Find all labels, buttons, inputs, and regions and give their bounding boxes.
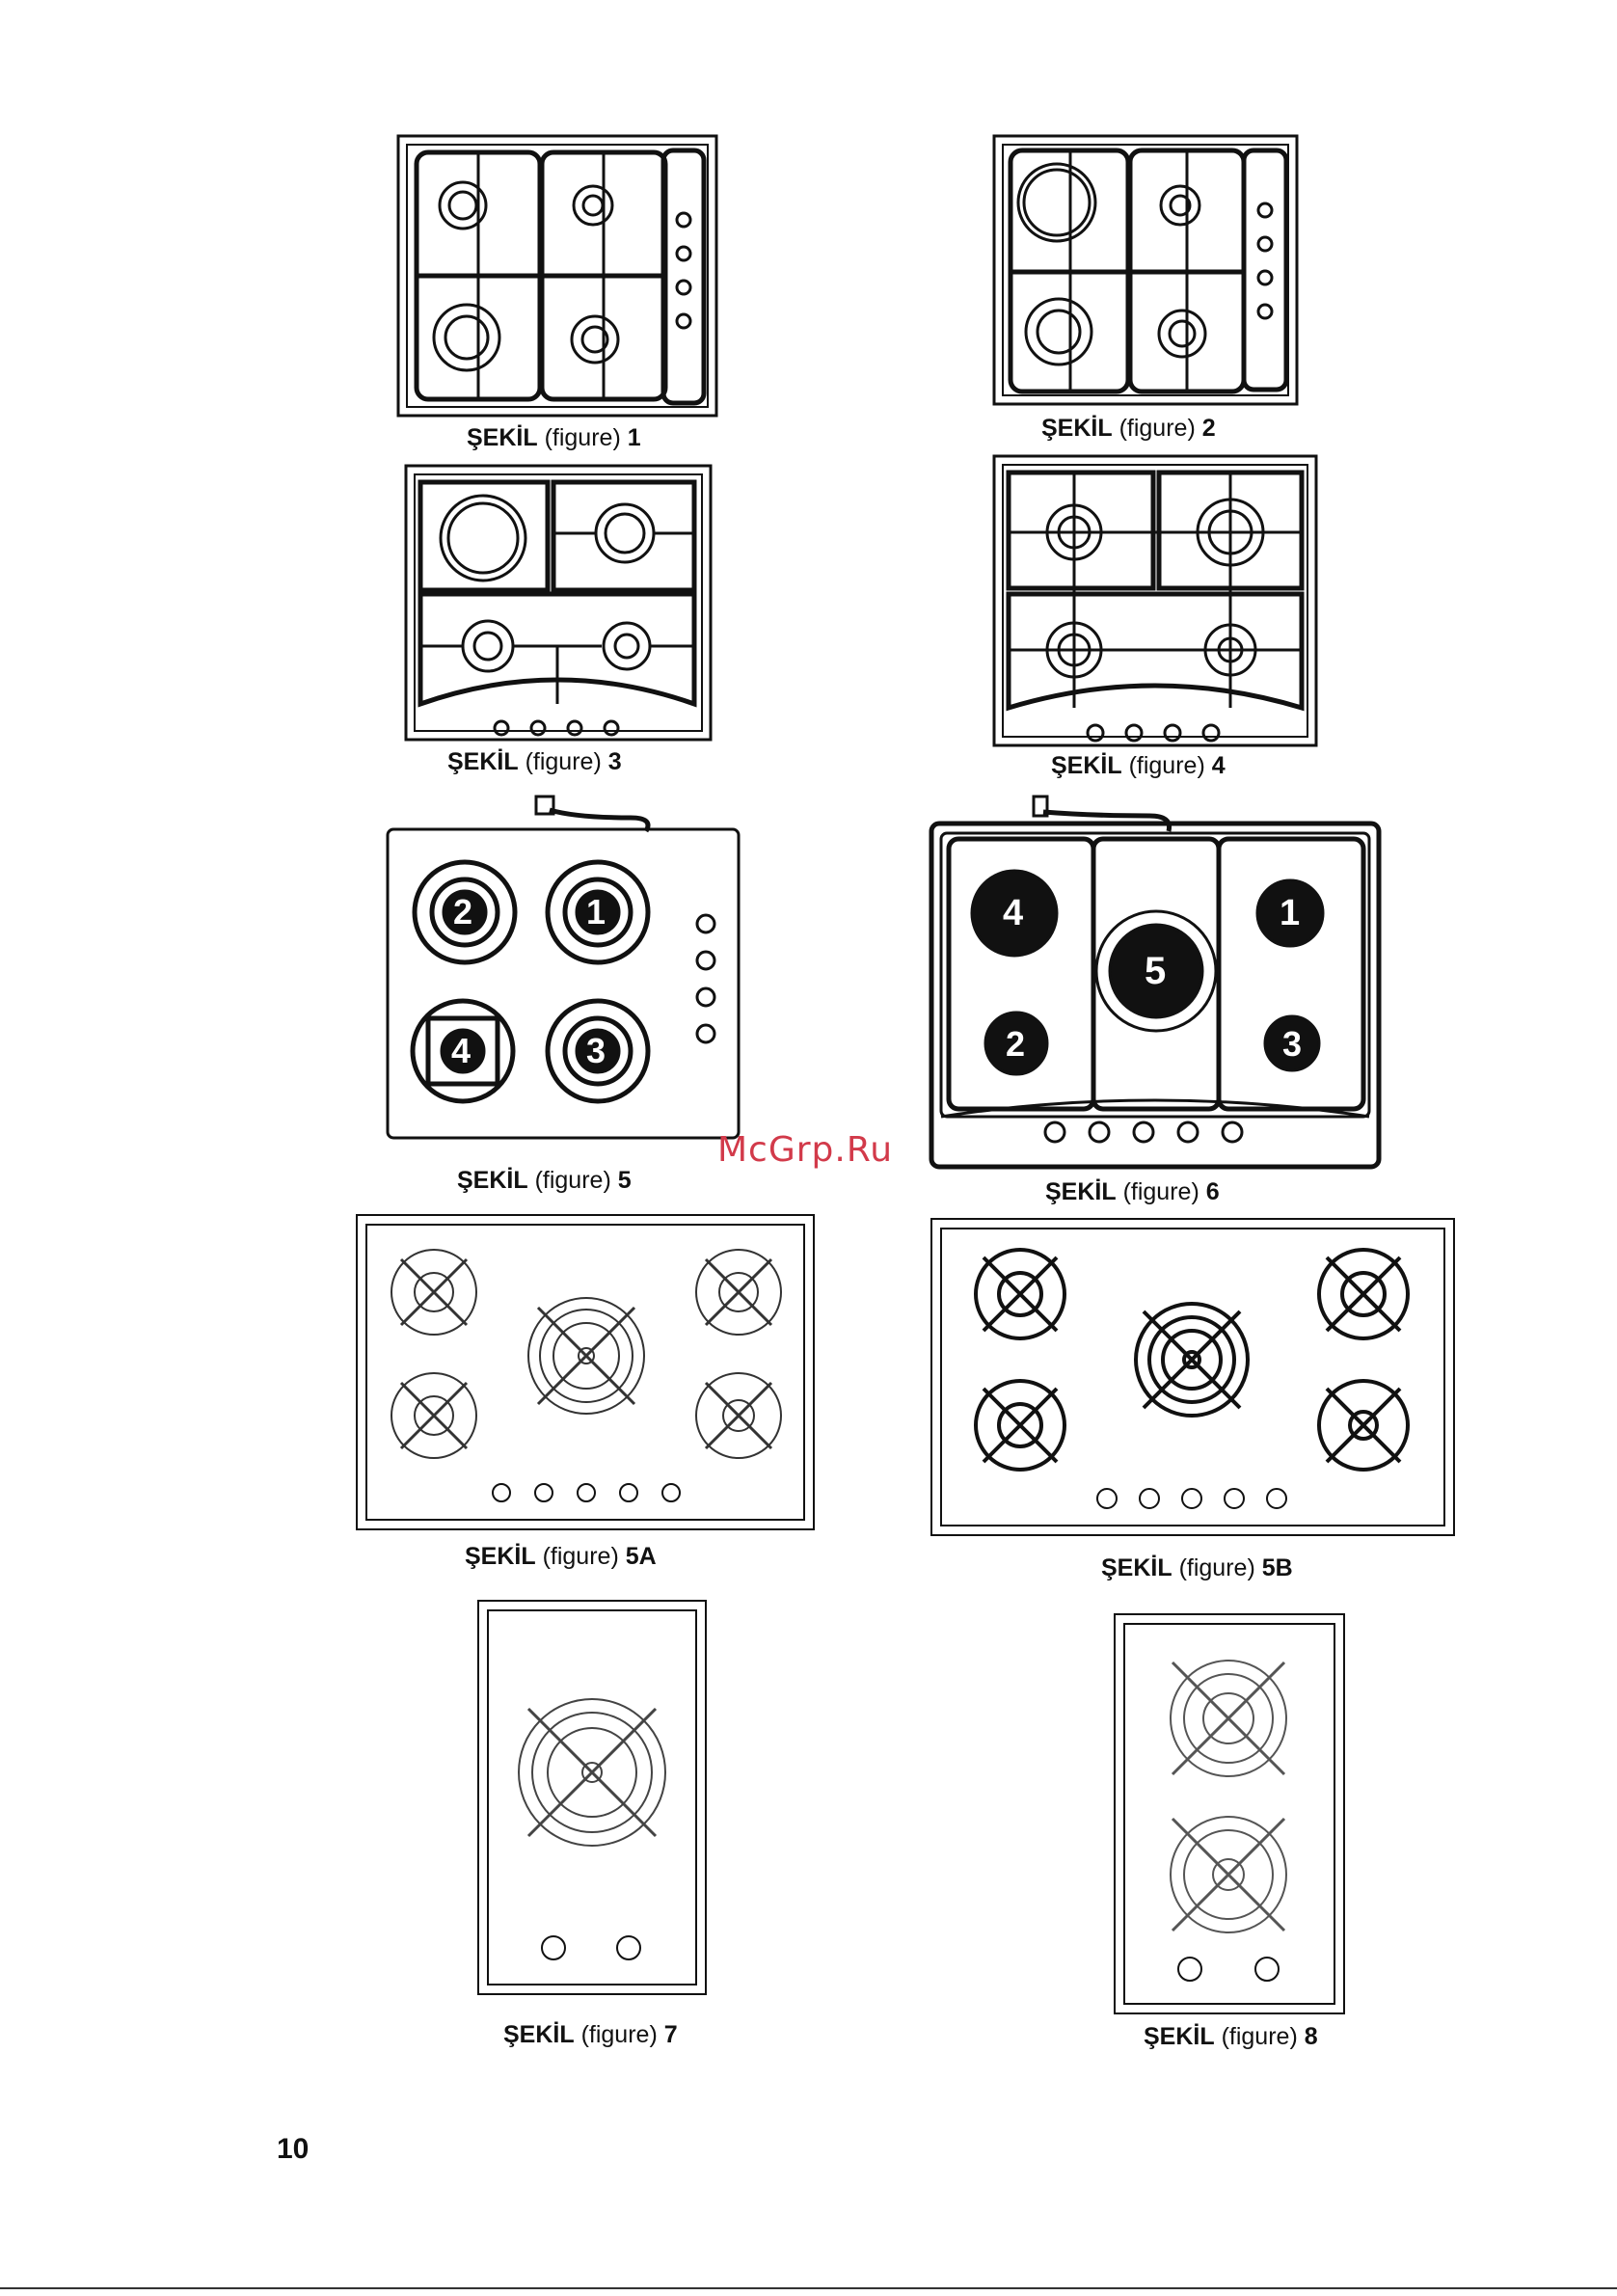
hob-figure-1 (395, 133, 719, 419)
figure-caption-5a: ŞEKİL (figure) 5A (465, 1543, 657, 1571)
caption-word: ŞEKİL (465, 1543, 536, 1570)
caption-word: ŞEKİL (1045, 1178, 1117, 1205)
caption-number: 6 (1206, 1178, 1220, 1205)
caption-word: ŞEKİL (447, 748, 519, 775)
burner-label: 1 (586, 892, 606, 932)
figure-caption-6: ŞEKİL (figure) 6 (1045, 1178, 1220, 1206)
caption-paren: (figure) (1129, 752, 1205, 779)
caption-word: ŞEKİL (457, 1167, 528, 1194)
watermark: McGrp.Ru (717, 1130, 893, 1170)
figure-caption-8: ŞEKİL (figure) 8 (1144, 2023, 1318, 2051)
caption-number: 2 (1202, 415, 1216, 442)
hob-figure-6: 4 1 5 2 3 (928, 783, 1383, 1173)
burner-label: 3 (586, 1031, 606, 1071)
page-number: 10 (277, 2133, 309, 2166)
figure-caption-1: ŞEKİL (figure) 1 (467, 424, 641, 452)
caption-number: 5B (1262, 1554, 1293, 1581)
figure-caption-3: ŞEKİL (figure) 3 (447, 748, 622, 776)
burner-label: 4 (1003, 893, 1023, 934)
caption-word: ŞEKİL (503, 2021, 575, 2048)
caption-word: ŞEKİL (1041, 415, 1113, 442)
caption-paren: (figure) (545, 424, 621, 451)
hob-figure-5b (930, 1217, 1456, 1537)
figure-caption-4: ŞEKİL (figure) 4 (1051, 752, 1226, 780)
hob-figure-5: 2 1 4 3 (384, 793, 742, 1142)
caption-number: 5A (626, 1543, 657, 1570)
burner-label: 2 (1006, 1024, 1025, 1065)
caption-number: 1 (628, 424, 641, 451)
hob-figure-8 (1113, 1612, 1346, 2015)
caption-number: 5 (618, 1167, 632, 1194)
caption-word: ŞEKİL (1144, 2023, 1215, 2050)
hob-figure-5a (355, 1213, 816, 1531)
caption-number: 3 (608, 748, 622, 775)
caption-number: 4 (1212, 752, 1226, 779)
caption-paren: (figure) (1179, 1554, 1255, 1581)
hob-figure-3 (403, 463, 714, 743)
burner-label: 1 (1280, 893, 1300, 934)
burner-label: 2 (453, 892, 472, 932)
caption-paren: (figure) (581, 2021, 658, 2048)
caption-word: ŞEKİL (1101, 1554, 1172, 1581)
burner-label: 3 (1282, 1024, 1302, 1065)
figure-caption-5b: ŞEKİL (figure) 5B (1101, 1554, 1293, 1582)
caption-number: 8 (1305, 2023, 1318, 2050)
caption-paren: (figure) (526, 748, 602, 775)
caption-paren: (figure) (543, 1543, 619, 1570)
caption-word: ŞEKİL (467, 424, 538, 451)
caption-number: 7 (664, 2021, 678, 2048)
caption-paren: (figure) (1119, 415, 1196, 442)
bottom-rule (0, 2287, 1617, 2289)
caption-word: ŞEKİL (1051, 752, 1122, 779)
figure-caption-5: ŞEKİL (figure) 5 (457, 1167, 632, 1195)
caption-paren: (figure) (1123, 1178, 1199, 1205)
hob-figure-2 (991, 133, 1300, 407)
caption-paren: (figure) (535, 1167, 611, 1194)
burner-label: 5 (1145, 950, 1166, 993)
burner-label: 4 (451, 1031, 471, 1071)
figure-caption-7: ŞEKİL (figure) 7 (503, 2021, 678, 2049)
hob-figure-4 (991, 453, 1319, 748)
hob-figure-7 (476, 1599, 708, 1996)
caption-paren: (figure) (1222, 2023, 1298, 2050)
figure-caption-2: ŞEKİL (figure) 2 (1041, 415, 1216, 443)
